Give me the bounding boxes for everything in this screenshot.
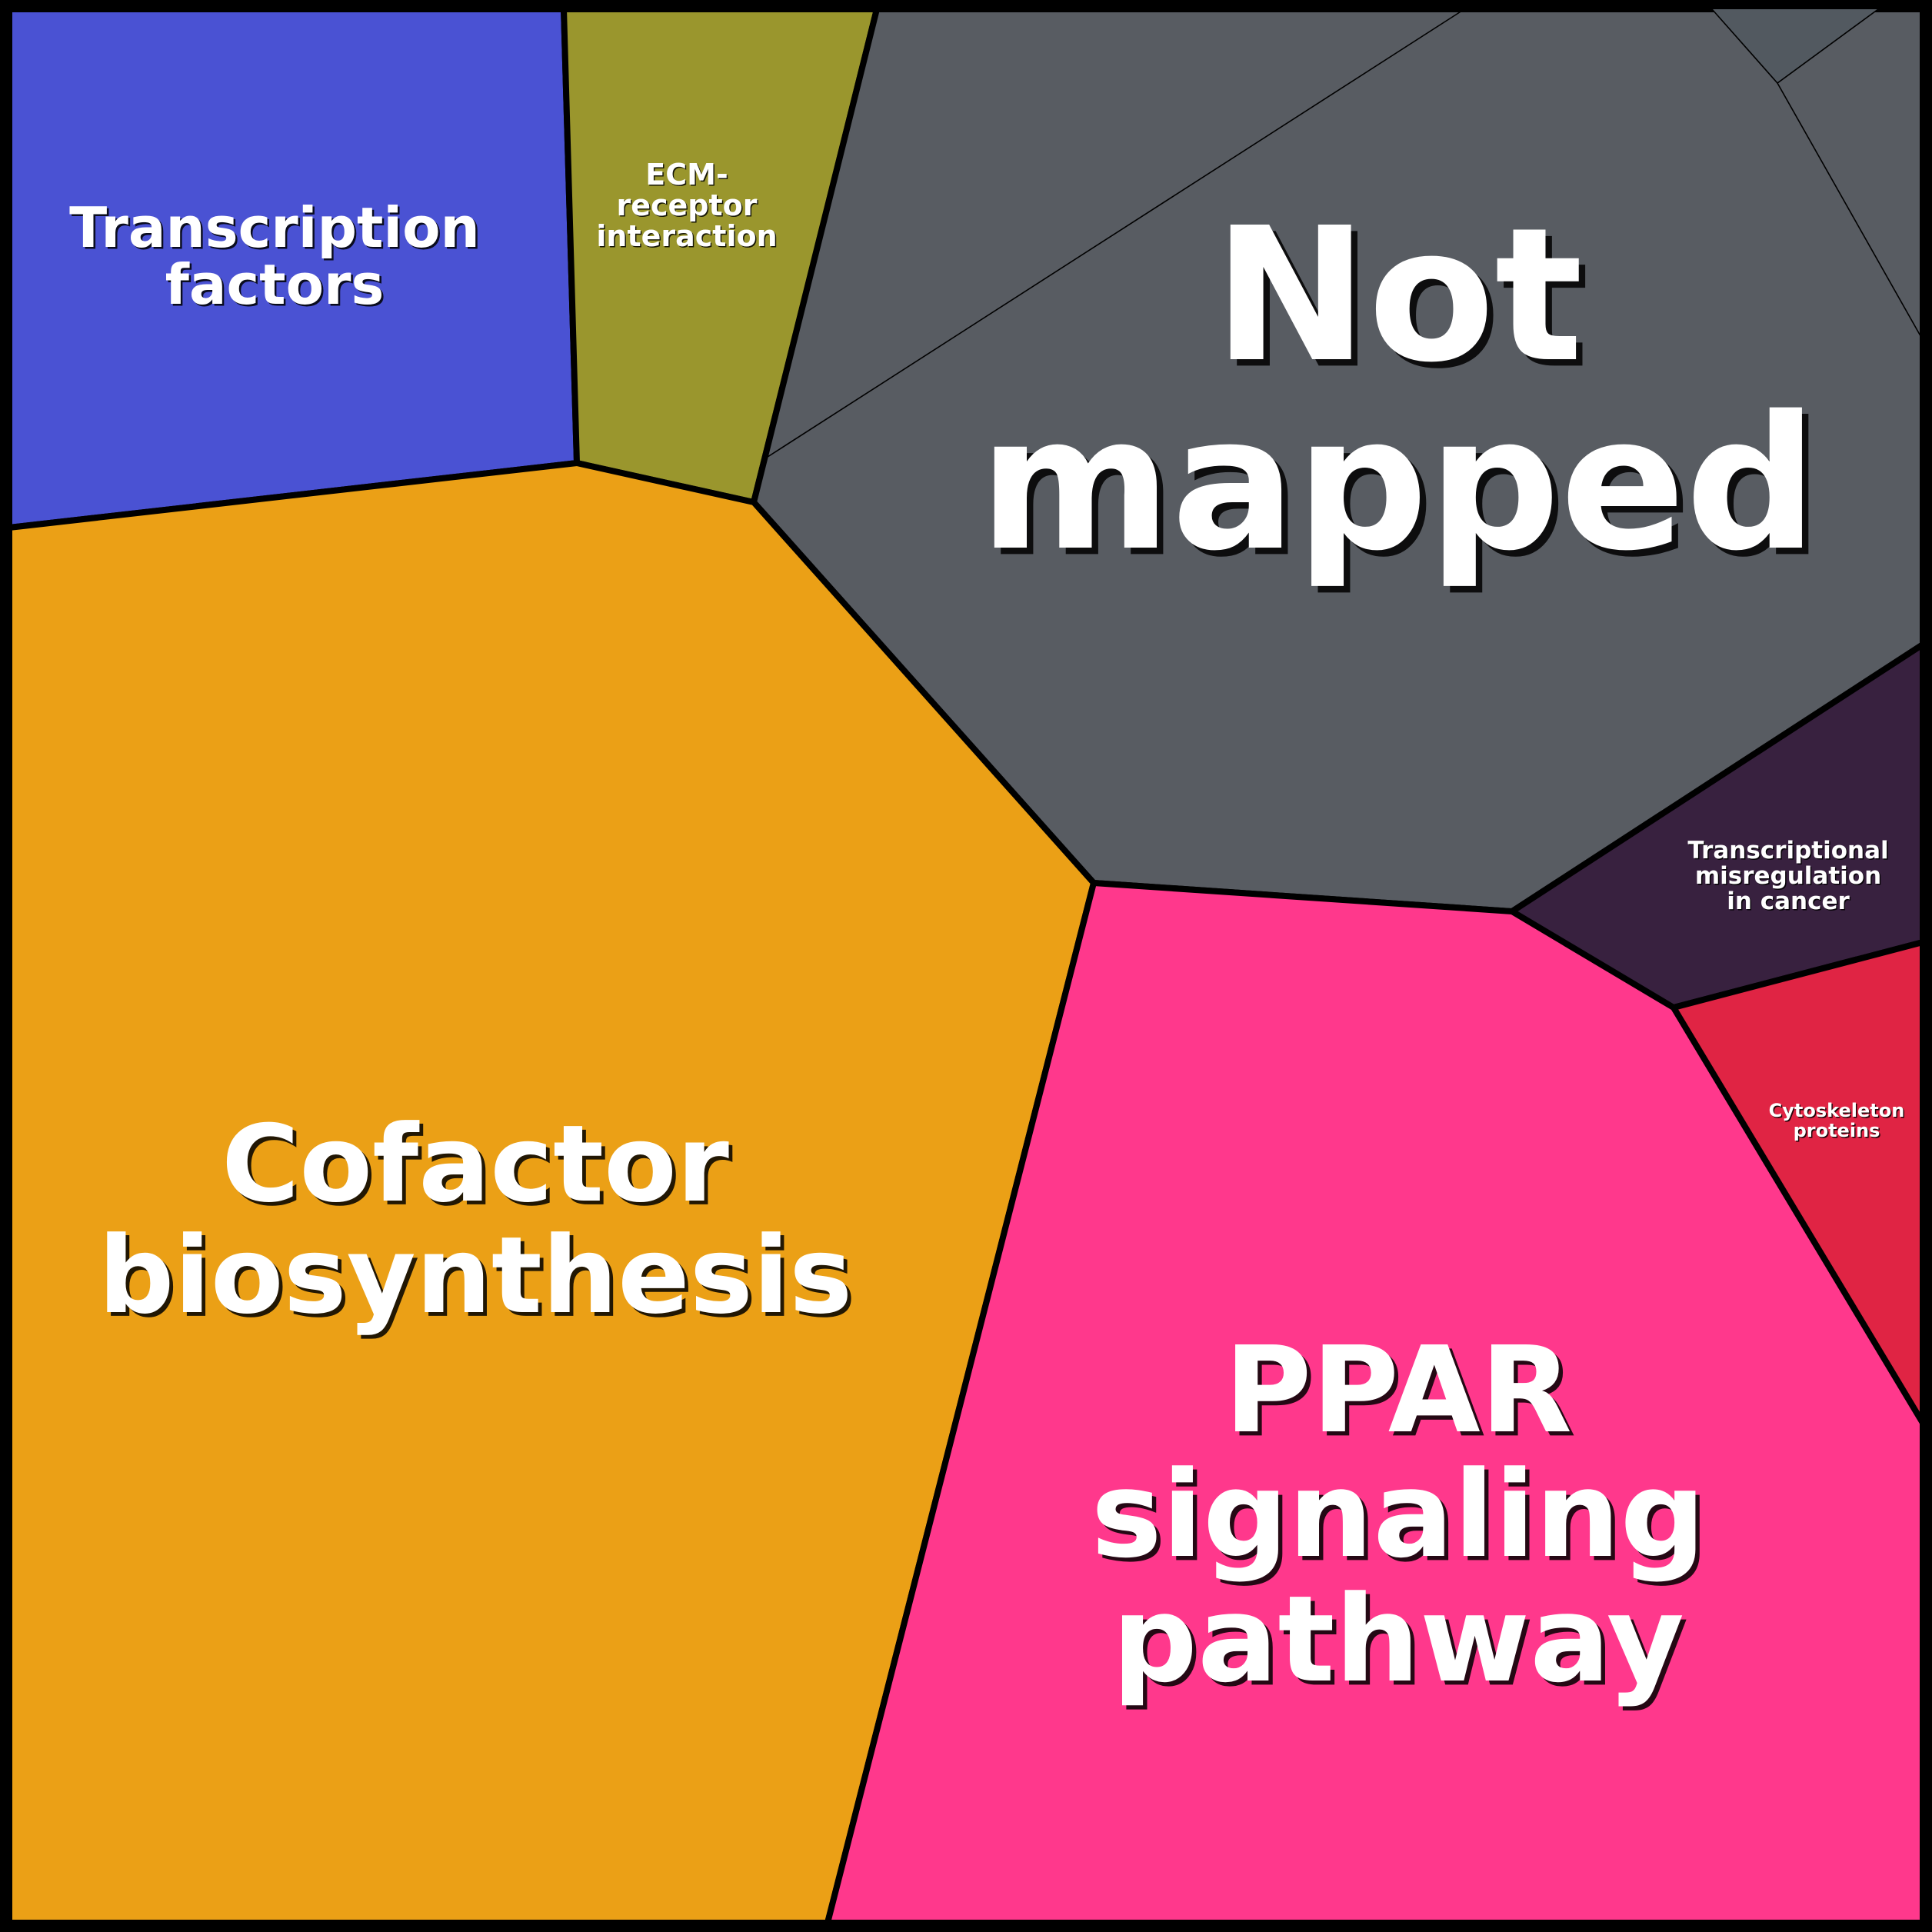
subcell-not-mapped-top-right bbox=[1712, 9, 1878, 83]
region-label-line: pathway bbox=[1112, 1570, 1684, 1709]
region-label-shadow: in cancer bbox=[1728, 889, 1851, 917]
region-label-shadow: misregulation bbox=[1696, 864, 1882, 891]
region-label-shadow: signaling bbox=[1095, 1449, 1710, 1588]
region-label-shadow: PPAR bbox=[1228, 1324, 1576, 1464]
region-label-line: Transcription bbox=[69, 195, 480, 260]
label-ecm-receptor-interaction: ECM-ECM-receptorreceptorinteractioninter… bbox=[596, 158, 778, 255]
region-label-shadow: Transcription bbox=[72, 198, 482, 262]
subcell-divider-line bbox=[1777, 82, 1924, 341]
region-label-shadow: receptor bbox=[618, 190, 758, 224]
region-label-shadow: Not bbox=[1220, 194, 1589, 409]
region-label-line: Not bbox=[1214, 188, 1583, 403]
region-label-shadow: ECM- bbox=[647, 159, 729, 193]
region-label-line: Cofactor bbox=[222, 1102, 729, 1226]
subcell-divider-line bbox=[764, 8, 1465, 459]
region-label-line: signaling bbox=[1091, 1445, 1706, 1584]
region-label-shadow: proteins bbox=[1794, 1121, 1881, 1143]
region-label-shadow: Transcriptional bbox=[1689, 838, 1890, 866]
region-label-shadow: factors bbox=[167, 255, 386, 319]
region-label-line: ECM- bbox=[645, 158, 728, 192]
region-label-line: mapped bbox=[979, 376, 1817, 591]
label-transcriptional-misregulation-in-cancer: TranscriptionalTranscriptionalmisregulat… bbox=[1687, 837, 1890, 917]
region-label-line: Transcriptional bbox=[1687, 837, 1888, 864]
region-label-shadow: pathway bbox=[1116, 1574, 1688, 1713]
region-label-shadow: biosynthesis bbox=[102, 1217, 857, 1341]
region-label-line: PPAR bbox=[1224, 1321, 1572, 1460]
region-label-line: factors bbox=[165, 252, 385, 317]
region-label-shadow: mapped bbox=[985, 382, 1824, 598]
region-label-line: receptor bbox=[616, 188, 757, 222]
region-label-shadow: Cytoskeleton bbox=[1770, 1101, 1906, 1123]
region-label-line: Cytoskeleton bbox=[1769, 1100, 1905, 1121]
region-label-line: misregulation bbox=[1695, 862, 1881, 890]
region-label-line: proteins bbox=[1794, 1120, 1880, 1141]
region-label-shadow: interaction bbox=[598, 221, 778, 255]
region-label-line: in cancer bbox=[1727, 888, 1850, 915]
region-label-shadow: Cofactor bbox=[225, 1106, 733, 1230]
region-label-line: biosynthesis bbox=[98, 1214, 853, 1337]
region-label-line: interaction bbox=[596, 219, 777, 253]
